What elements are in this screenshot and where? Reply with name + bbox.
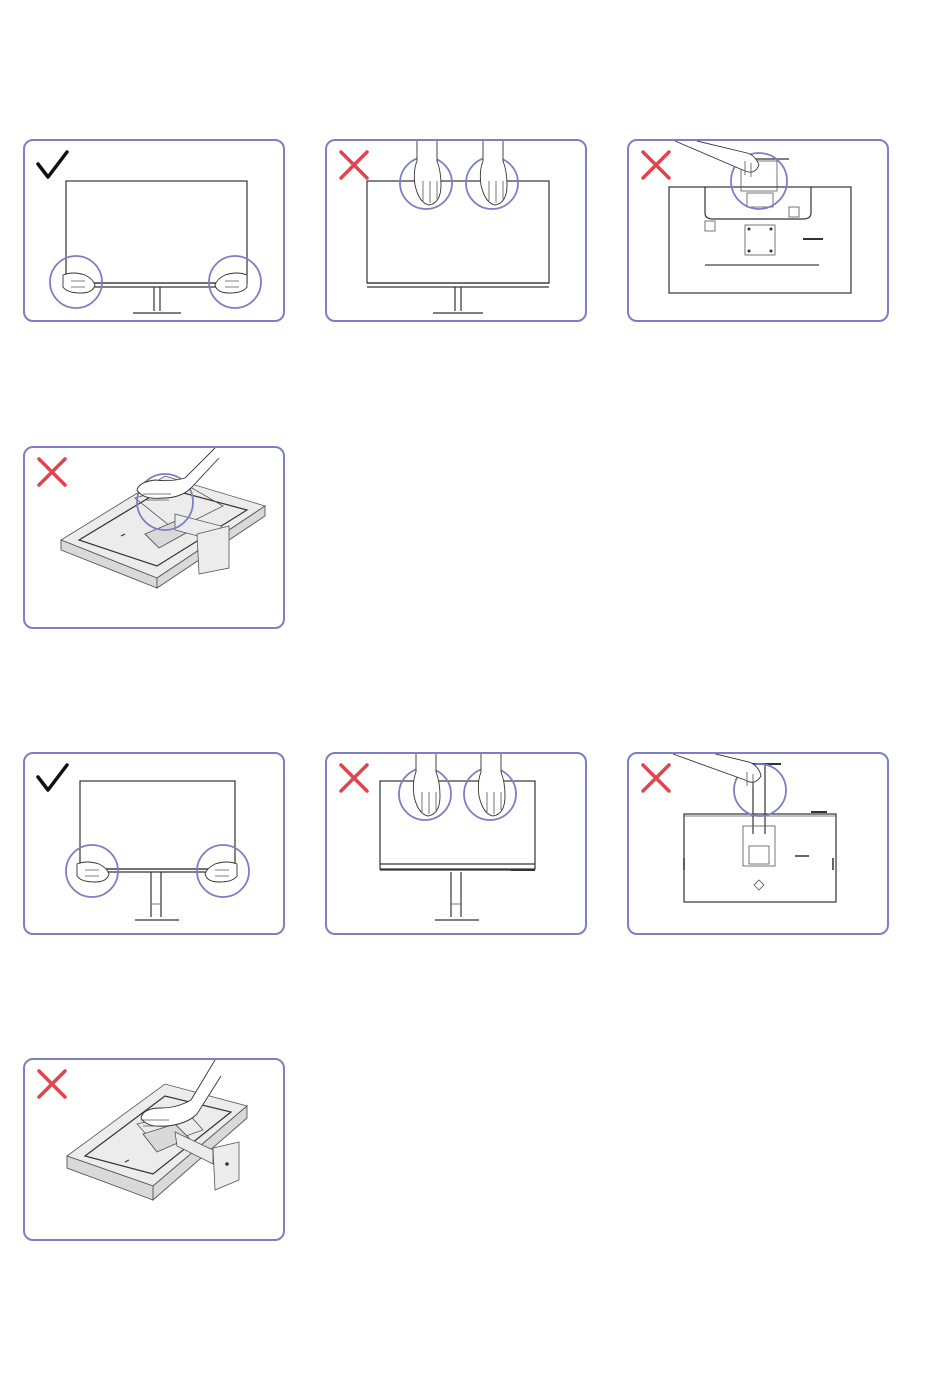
check-icon (35, 762, 69, 794)
cross-icon (35, 456, 69, 488)
cross-icon (639, 149, 673, 181)
panel-incorrect-hold-stand-b (627, 752, 889, 935)
panel-correct-lift-bottom-b (23, 752, 285, 935)
check-icon (35, 149, 69, 181)
cross-icon (337, 762, 371, 794)
panel-incorrect-box-press-a (23, 446, 285, 629)
cross-icon (337, 149, 371, 181)
panel-incorrect-lift-top-b (325, 752, 587, 935)
panel-correct-lift-bottom-a (23, 139, 285, 322)
panel-incorrect-hold-stand-a (627, 139, 889, 322)
cross-icon (35, 1068, 69, 1100)
panel-incorrect-box-press-b (23, 1058, 285, 1241)
cross-icon (639, 762, 673, 794)
panel-incorrect-lift-top-a (325, 139, 587, 322)
